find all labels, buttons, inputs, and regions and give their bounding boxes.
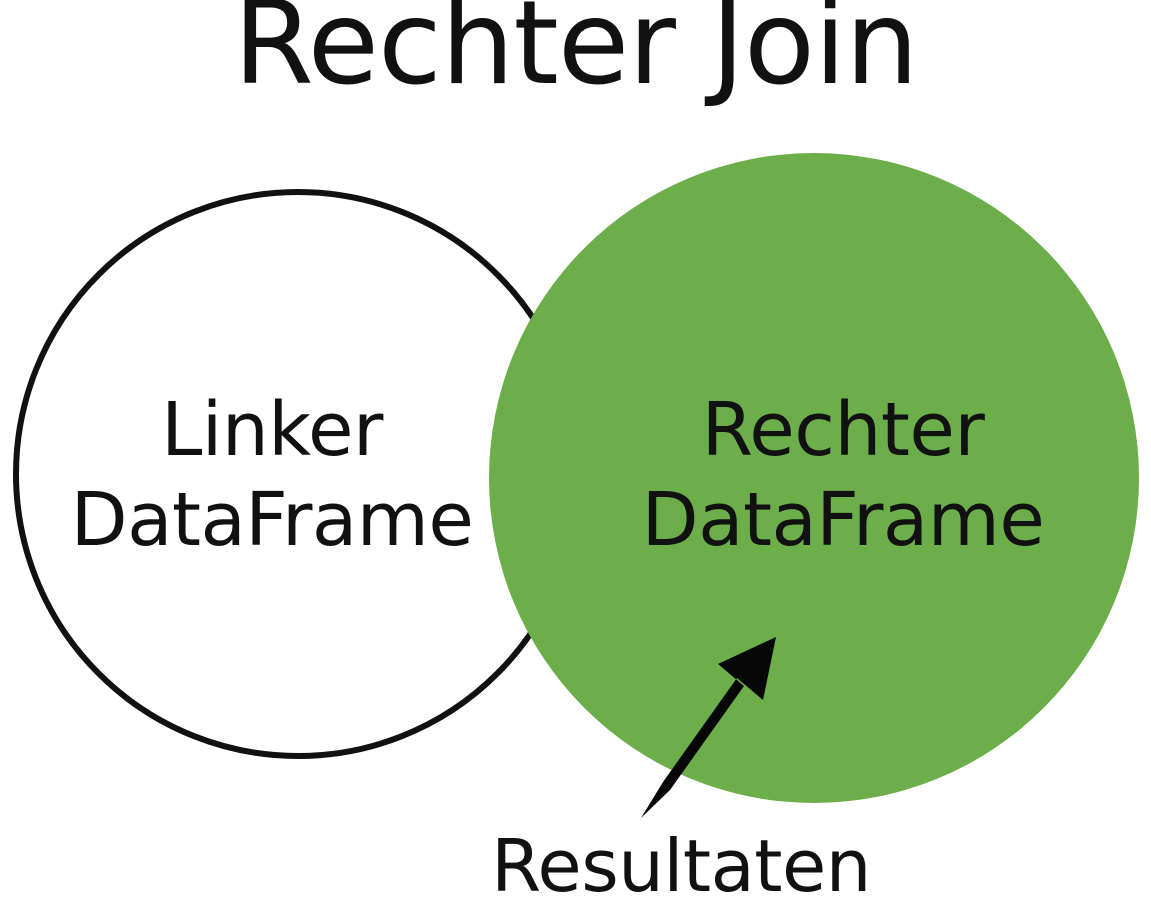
left-dataframe-label-line1: Linker <box>161 387 383 473</box>
result-annotation-label: Resultaten <box>491 824 871 908</box>
right-dataframe-label-line2: DataFrame <box>641 477 1045 564</box>
left-dataframe-label: Linker DataFrame <box>52 385 492 566</box>
right-dataframe-label-line1: Rechter <box>701 387 985 473</box>
left-dataframe-label-line2: DataFrame <box>70 477 474 564</box>
right-dataframe-circle <box>489 153 1139 803</box>
right-dataframe-label: Rechter DataFrame <box>608 385 1078 566</box>
result-arrow-icon <box>641 637 776 818</box>
page-title: Rechter Join <box>233 0 918 111</box>
